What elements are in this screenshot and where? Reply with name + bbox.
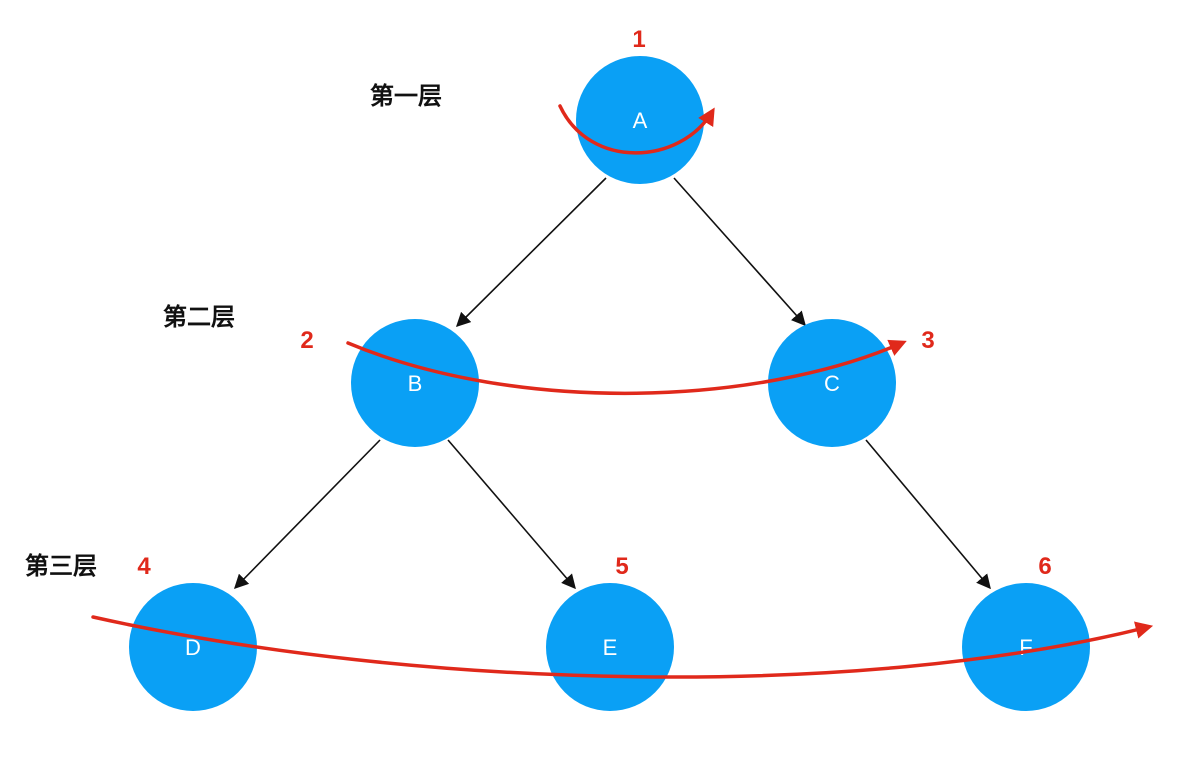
order-number-5: 5 xyxy=(615,553,628,580)
level-label-3: 第三层 xyxy=(25,552,97,580)
level-label-2: 第二层 xyxy=(163,303,235,331)
traversal-arrow-level-3 xyxy=(91,615,1154,679)
level-label-1: 第一层 xyxy=(370,82,442,110)
node-d-label: D xyxy=(185,635,201,660)
edge-b-d xyxy=(233,439,381,590)
node-f-label: F xyxy=(1019,635,1032,660)
order-number-3: 3 xyxy=(921,327,934,354)
node-b: B xyxy=(351,319,479,447)
order-number-4: 4 xyxy=(137,553,151,580)
node-a: A xyxy=(576,56,704,184)
order-number-1: 1 xyxy=(632,26,645,53)
edge-a-c xyxy=(673,177,806,327)
edge-a-b xyxy=(455,177,607,328)
order-number-6: 6 xyxy=(1038,553,1051,580)
node-e-label: E xyxy=(603,635,618,660)
traversal-arrow-level-2 xyxy=(346,339,907,396)
node-b-label: B xyxy=(408,371,423,396)
node-c: C xyxy=(768,319,896,447)
node-e: E xyxy=(546,583,674,711)
node-d: D xyxy=(129,583,257,711)
traversal-arrow-level-1 xyxy=(558,104,715,155)
edge-c-f xyxy=(865,439,991,590)
node-a-label: A xyxy=(633,108,648,133)
node-f: F xyxy=(962,583,1090,711)
order-number-2: 2 xyxy=(300,327,313,354)
node-c-label: C xyxy=(824,371,840,396)
edge-b-e xyxy=(447,439,576,590)
